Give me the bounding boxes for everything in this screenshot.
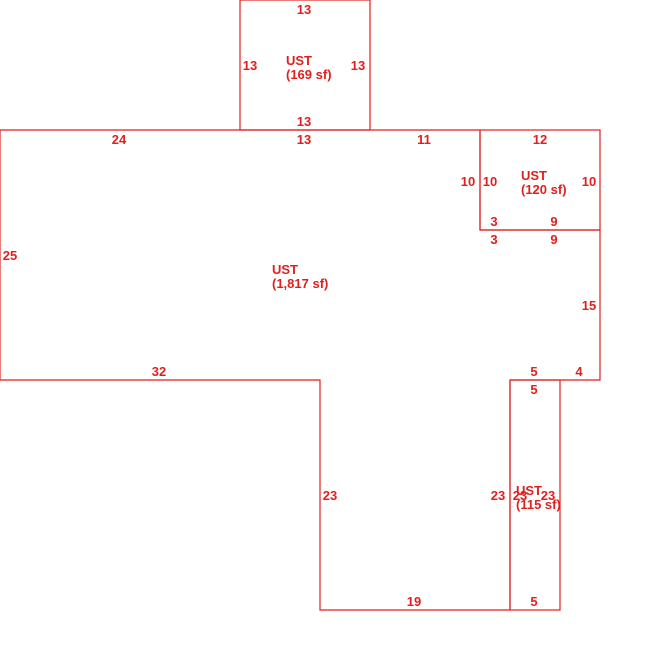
main-area-size: (1,817 sf): [272, 276, 328, 291]
dim-narrow-area-left: 23: [513, 488, 527, 503]
dim-main-top-right: 11: [417, 132, 431, 147]
dim-top-area-right: 13: [351, 58, 365, 73]
dim-top-area-left: 13: [243, 58, 257, 73]
dim-notch-bottom-left: 3: [490, 232, 497, 247]
dim-main-bottom: 32: [152, 364, 166, 379]
dim-right-area-bottom-right: 9: [550, 214, 557, 229]
top-area-label: UST: [286, 53, 312, 68]
dim-main-right: 15: [582, 298, 596, 313]
top-area-size: (169 sf): [286, 67, 332, 82]
dim-right-area-top: 12: [533, 132, 547, 147]
dim-top-area-bottom: 13: [297, 114, 311, 129]
dim-narrow-area-top: 5: [530, 382, 537, 397]
dim-right-area-right: 10: [582, 174, 596, 189]
dim-main-left: 25: [3, 248, 17, 263]
main-area-label: UST: [272, 262, 298, 277]
dim-main-ext-bottom: 19: [407, 594, 421, 609]
dim-notch-bottom-right: 9: [550, 232, 557, 247]
narrow-area-size: (115 sf): [516, 497, 561, 512]
dim-main-ext-down: 23: [323, 488, 337, 503]
dim-right-area-bottom-left: 3: [490, 214, 497, 229]
dim-narrow-area-bottom: 5: [530, 594, 537, 609]
dim-narrow-left-outer: 23: [491, 488, 505, 503]
dim-main-top-left: 24: [112, 132, 127, 147]
dim-main-step-right: 4: [575, 364, 583, 379]
main-area-outline: [0, 129, 601, 611]
dim-main-top-mid: 13: [297, 132, 311, 147]
dim-top-area-top: 13: [297, 2, 311, 17]
dim-main-step-left: 5: [530, 364, 537, 379]
right-area-label: UST: [521, 168, 547, 183]
dim-narrow-area-right: 23: [541, 488, 555, 503]
narrow-area-label: UST: [516, 483, 542, 498]
right-area-size: (120 sf): [521, 182, 567, 197]
dim-notch-left: 10: [461, 174, 475, 189]
dim-right-area-left: 10: [483, 174, 497, 189]
